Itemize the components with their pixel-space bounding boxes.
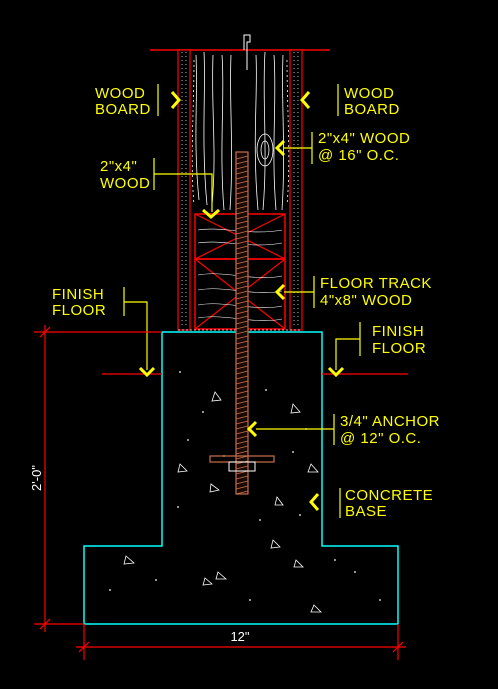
wood-board-left — [177, 49, 191, 331]
dimension-lines — [34, 325, 406, 660]
wood-grain — [191, 51, 290, 211]
wood-board-right — [289, 49, 303, 331]
wood-board-left-label-1: WOOD — [95, 85, 145, 102]
concrete-base-label-2: BASE — [345, 503, 387, 520]
finish-floor-right-label-1: FINISH — [372, 323, 424, 340]
wood-wall — [150, 34, 330, 331]
wood-board-left-label-2: BOARD — [95, 101, 151, 118]
wood-board-right-label-2: BOARD — [344, 101, 400, 118]
finish-floor-right-label-2: FLOOR — [372, 340, 426, 357]
floor-track-label-2: 4"x8" WOOD — [320, 292, 412, 309]
break-symbol — [243, 34, 251, 70]
stud-right-label-2: @ 16" O.C. — [318, 147, 399, 164]
height-dimension-text: 2'-0" — [29, 465, 44, 491]
width-dimension-text: 12" — [230, 629, 249, 644]
finish-floor-left-label-2: FLOOR — [52, 302, 106, 319]
anchor-label-2: @ 12" O.C. — [340, 430, 421, 447]
stud-right-label-1: 2"x4" WOOD — [318, 130, 410, 147]
anchor-nut — [228, 461, 256, 472]
wood-board-right-label-1: WOOD — [344, 85, 394, 102]
leaders — [123, 84, 361, 518]
concrete-base-label-1: CONCRETE — [345, 487, 433, 504]
stud-left-label-1: 2"x4" — [100, 158, 137, 175]
anchor-rod: /* placeholder, threads drawn by script … — [209, 151, 275, 495]
floor-track-label-1: FLOOR TRACK — [320, 275, 432, 292]
finish-floor-left-label-1: FINISH — [52, 286, 104, 303]
concrete-aggregate — [123, 391, 322, 613]
stud-left-label-2: WOOD — [100, 175, 150, 192]
anchor-label-1: 3/4" ANCHOR — [340, 413, 440, 430]
